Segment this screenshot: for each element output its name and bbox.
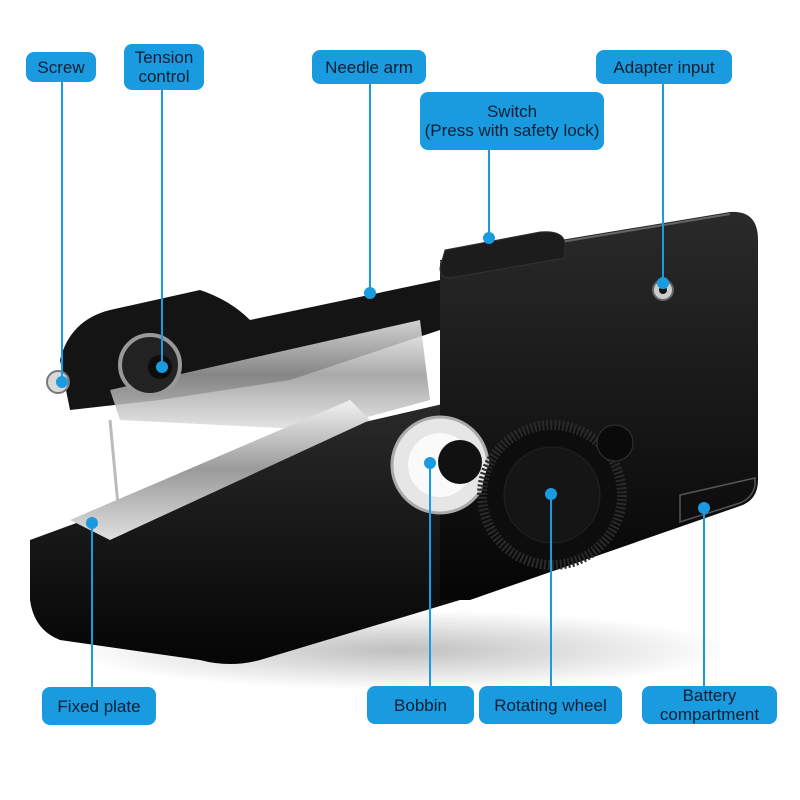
callout-lines	[56, 82, 710, 687]
label-fixed-plate: Fixed plate	[42, 687, 156, 725]
label-needle-arm: Needle arm	[312, 50, 426, 84]
label-switch: Switch(Press with safety lock)	[420, 92, 604, 150]
label-screw: Screw	[26, 52, 96, 82]
label-rotating-wheel: Rotating wheel	[479, 686, 622, 724]
battery-cover	[679, 477, 756, 524]
label-bobbin: Bobbin	[367, 686, 474, 724]
bobbin-cap	[438, 440, 482, 484]
switch-slider	[439, 231, 566, 279]
label-adapter-input: Adapter input	[596, 50, 732, 84]
fixed-plate-metal	[70, 400, 370, 540]
base-housing	[30, 400, 460, 664]
